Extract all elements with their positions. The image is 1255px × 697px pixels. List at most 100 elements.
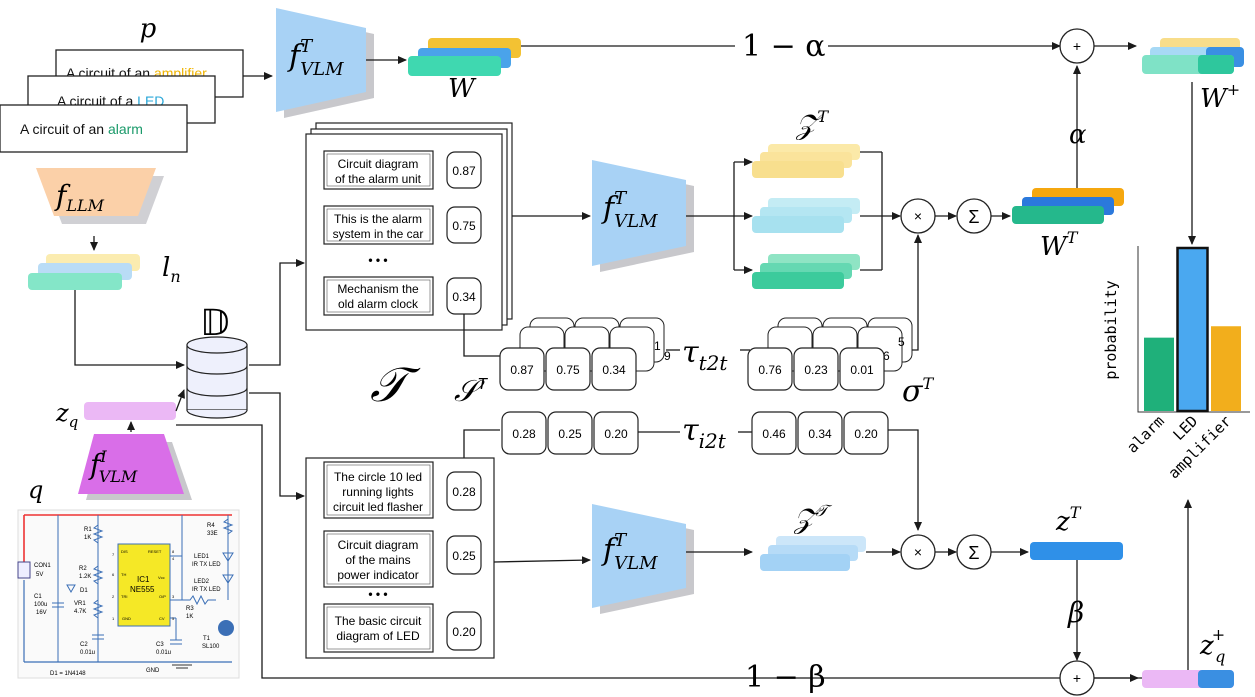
prompt-text-alarm: A circuit of an alarm: [20, 121, 143, 137]
database-label: 𝔻: [200, 302, 229, 343]
svg-text:1: 1: [654, 339, 661, 353]
i2t-left-score-2: 0.25: [558, 427, 582, 441]
database-cylinder: [186, 336, 248, 419]
svg-text:LED1: LED1: [194, 554, 210, 560]
bottom-score-3: 0.20: [452, 625, 476, 639]
top-ellipsis: • • •: [368, 253, 387, 267]
svg-text:3: 3: [172, 594, 175, 599]
svg-text:C2: C2: [80, 642, 88, 648]
bar-amplifier: [1211, 326, 1241, 411]
svg-text:IR TX LED: IR TX LED: [192, 587, 221, 593]
svg-text:R2: R2: [79, 566, 87, 572]
W-T-embedding-stack: [1012, 188, 1124, 224]
bar-led: [1176, 246, 1209, 413]
svg-text:0.01u: 0.01u: [80, 650, 95, 656]
top-caption-3: Mechanism the old alarm clock 0.34: [323, 276, 482, 316]
T-script-label: 𝒯: [370, 359, 421, 412]
circuit-image: CON1 5V R1 1K R2 1.2K D1 VR1 4.7K C1 100…: [17, 509, 240, 679]
top-caption-1: Circuit diagram of the alarm unit 0.87: [323, 150, 482, 190]
svg-text:old alarm clock: old alarm clock: [338, 297, 419, 311]
svg-text:Circuit diagram: Circuit diagram: [338, 157, 419, 171]
bottom-caption-2: Circuit diagram of the mains power indic…: [323, 530, 482, 588]
svg-text:0.01u: 0.01u: [156, 650, 171, 656]
W-plus-label: W+: [1200, 80, 1240, 114]
Z-T-stack-yellow: [752, 144, 860, 178]
i2t-right-score-1: 0.46: [762, 427, 786, 441]
sigma-score-2: 0.23: [804, 363, 828, 377]
svg-text:Circuit diagram: Circuit diagram: [338, 538, 419, 552]
Z-T-stack-cyan: [752, 198, 860, 233]
svg-text:GND: GND: [122, 616, 131, 621]
tau-t2t-label: τt2t: [682, 335, 728, 375]
svg-text:1.2K: 1.2K: [79, 574, 91, 580]
prompt-card-alarm: A circuit of an alarm: [0, 104, 188, 153]
svg-text:of the mains: of the mains: [345, 553, 410, 567]
W-embedding-stack: [408, 38, 521, 76]
svg-text:CV: CV: [159, 616, 165, 621]
svg-text:16V: 16V: [36, 610, 47, 616]
svg-text:6: 6: [112, 572, 115, 577]
sigma-score-3: 0.01: [850, 363, 874, 377]
svg-text:The circle 10 led: The circle 10 led: [334, 470, 422, 484]
one-minus-beta-label: 1 − β: [745, 660, 826, 695]
svg-text:circuit led flasher: circuit led flasher: [333, 500, 423, 514]
i2t-left-score-1: 0.28: [512, 427, 536, 441]
bottom-score-1: 0.28: [452, 485, 476, 499]
top-score-3: 0.34: [452, 290, 476, 304]
svg-text:IR TX LED: IR TX LED: [192, 562, 221, 568]
bottom-ellipsis: • • •: [368, 587, 387, 601]
z-T-label: zT: [1055, 503, 1082, 537]
svg-text:7: 7: [112, 552, 115, 557]
z-q-label: zq: [55, 399, 78, 431]
y-axis-label: probability: [1102, 280, 1120, 379]
svg-text:1: 1: [112, 616, 115, 621]
z-q-plus-label: z+q: [1199, 625, 1225, 666]
svg-text:×: ×: [914, 544, 922, 560]
i2t-right-score-2: 0.34: [808, 427, 832, 441]
l-n-embedding-stack: [28, 254, 140, 290]
s-score-1: 0.87: [510, 363, 534, 377]
svg-text:×: ×: [914, 208, 922, 224]
bottom-caption-1: The circle 10 led running lights circuit…: [323, 461, 482, 519]
svg-text:DIS: DIS: [121, 549, 128, 554]
S-T-label: 𝒮T: [454, 375, 488, 408]
sigma-T-score-row: 0.76 0.23 0.01: [747, 347, 885, 391]
svg-text:Σ: Σ: [968, 543, 979, 563]
bottom-caption-3: The basic circuit diagram of LED 0.20: [323, 603, 482, 653]
W-label: W: [448, 74, 477, 104]
z-q-plus-embedding: [1142, 670, 1234, 688]
sigma-score-1: 0.76: [758, 363, 782, 377]
beta-label: β: [1067, 596, 1084, 629]
svg-text:R1: R1: [84, 527, 92, 533]
svg-text:D1: D1: [80, 588, 88, 594]
svg-text:4.7K: 4.7K: [74, 609, 86, 615]
svg-text:SL100: SL100: [202, 644, 220, 650]
svg-text:4: 4: [172, 556, 175, 561]
W-plus-embedding-stack: [1142, 38, 1244, 74]
Z-T-stack-green: [752, 254, 860, 289]
svg-text:This is the alarm: This is the alarm: [334, 212, 422, 226]
tau-i2t-label: τi2t: [682, 413, 727, 453]
svg-text:IC1: IC1: [137, 575, 150, 584]
svg-text:C1: C1: [34, 594, 42, 600]
svg-text:+: +: [1073, 670, 1081, 686]
i2t-right-score-row: 0.46 0.34 0.20: [751, 411, 889, 455]
q-label: q: [28, 476, 43, 504]
svg-text:1K: 1K: [84, 535, 91, 541]
svg-text:running lights: running lights: [342, 485, 413, 499]
svg-text:fLLM: fLLM: [54, 179, 105, 215]
i2t-left-score-3: 0.20: [604, 427, 628, 441]
svg-text:100u: 100u: [34, 602, 47, 608]
svg-text:CON1: CON1: [34, 563, 51, 569]
svg-text:Σ: Σ: [968, 207, 979, 227]
i2t-left-score-row: 0.28 0.25 0.20: [501, 411, 639, 455]
svg-text:5: 5: [172, 616, 175, 621]
svg-text:TRI: TRI: [121, 594, 127, 599]
svg-text:R4: R4: [207, 523, 215, 529]
